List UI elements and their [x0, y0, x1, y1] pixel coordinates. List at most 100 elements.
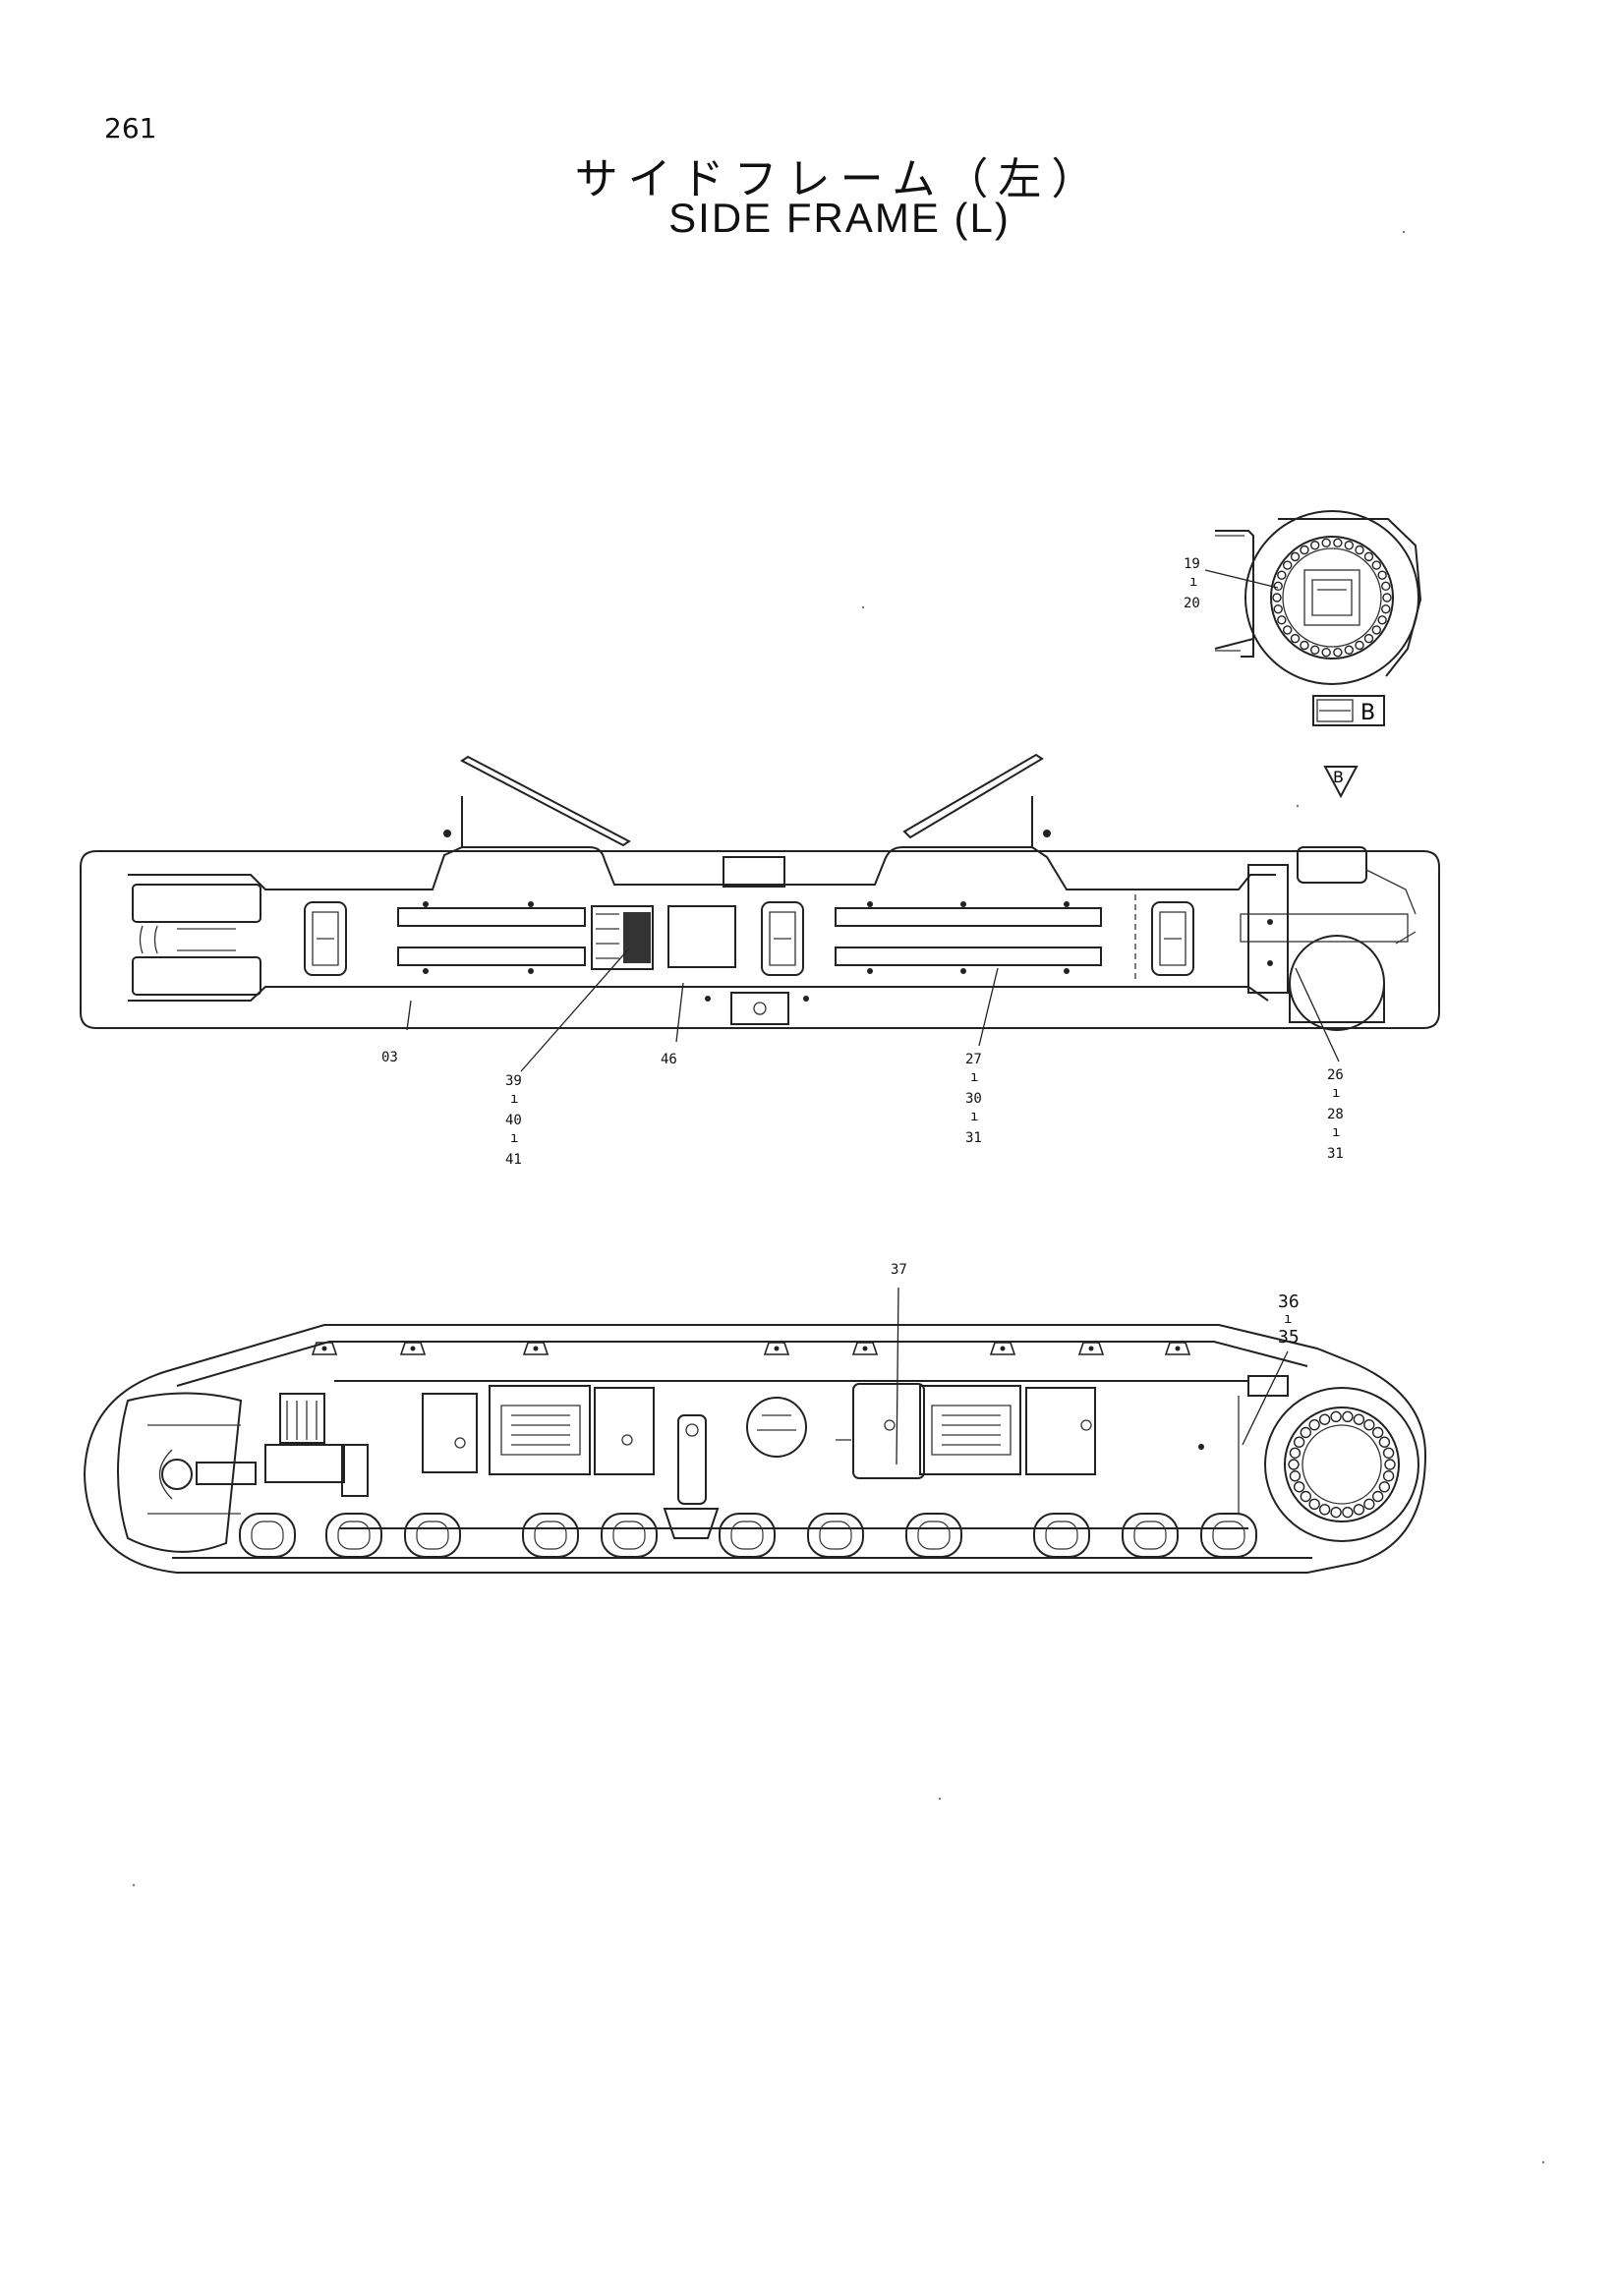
carrier-bracket	[399, 1342, 427, 1355]
track-roller-hub	[730, 1521, 764, 1550]
bolt-icon	[1342, 1410, 1354, 1423]
bolt-icon	[1282, 625, 1293, 635]
view-b-letter: B	[1360, 701, 1375, 725]
track-roller	[325, 1513, 382, 1558]
carrier-bracket	[989, 1342, 1016, 1355]
bolt-icon	[1309, 645, 1320, 655]
bolt-icon	[1273, 603, 1283, 614]
bracket-bolt	[774, 1346, 780, 1351]
carrier-roller-bracket-1	[304, 901, 347, 976]
callout-39: 39	[505, 1073, 522, 1089]
bolt-icon	[1293, 1481, 1305, 1493]
track-roller-hub	[416, 1521, 449, 1550]
callout-26: 26	[1327, 1067, 1344, 1083]
carrier-bracket	[1077, 1342, 1105, 1355]
bolt-icon	[1382, 593, 1392, 603]
track-roller-hub	[1045, 1521, 1078, 1550]
bolt-icon	[1321, 647, 1331, 658]
callout-40: 40	[505, 1113, 522, 1128]
carrier-bracket	[763, 1342, 790, 1355]
track-roller	[905, 1513, 962, 1558]
track-roller-guard-1	[489, 1385, 591, 1475]
svg-text:ı: ı	[1189, 574, 1197, 590]
bolt-icon	[1333, 538, 1343, 548]
callout-19: 19	[1184, 556, 1200, 572]
callout-46: 46	[661, 1052, 677, 1067]
bolt-icon	[1318, 1504, 1331, 1516]
track-roller-hub	[534, 1521, 567, 1550]
callout-37: 37	[891, 1262, 907, 1278]
callout-03-text: 03	[381, 1050, 398, 1065]
bolt-icon	[1289, 1470, 1302, 1482]
bolt-icon	[1300, 545, 1309, 555]
callout-27: 27	[965, 1052, 982, 1067]
track-roller	[404, 1513, 461, 1558]
bolt-icon	[1384, 1459, 1396, 1470]
bolt-icon	[1300, 640, 1309, 651]
bolt-icon	[1344, 645, 1355, 655]
callout-leaders	[406, 569, 1340, 1465]
bolt-icon	[1381, 603, 1391, 614]
svg-text:ı: ı	[1332, 1124, 1340, 1140]
track-roller	[807, 1513, 864, 1558]
bolt-icon	[1363, 551, 1374, 562]
track-roller	[522, 1513, 579, 1558]
svg-text:ı: ı	[970, 1069, 978, 1085]
track-roller-hub	[251, 1521, 284, 1550]
view-b-arrow: B	[1323, 766, 1359, 799]
carrier-roller-bracket-2	[761, 901, 804, 976]
callout-41: 41	[505, 1152, 522, 1168]
bolt-icon	[1382, 1447, 1395, 1459]
bracket-bolt	[321, 1346, 327, 1351]
track-roller-hub	[917, 1521, 951, 1550]
track-roller	[1122, 1513, 1179, 1558]
track-roller	[719, 1513, 776, 1558]
bolt-icon	[1355, 640, 1364, 651]
callout-26-31: 26 ı 28 ı 31	[1327, 1067, 1344, 1162]
callout-46-text: 46	[661, 1052, 677, 1067]
bolt-icon	[1371, 560, 1382, 570]
bolt-icon	[1289, 1447, 1302, 1459]
callout-03: 03	[381, 1050, 398, 1065]
callout-31: 31	[965, 1130, 982, 1146]
carrier-bracket	[1164, 1342, 1191, 1355]
bolt-icon	[1378, 1481, 1391, 1493]
track-roller	[1200, 1513, 1257, 1558]
callout-28: 28	[1327, 1107, 1344, 1122]
track-roller	[601, 1513, 658, 1558]
svg-text:ı: ı	[1284, 1311, 1292, 1327]
view-b-bolt-ring	[1272, 538, 1392, 658]
svg-text:ı: ı	[510, 1091, 518, 1107]
track-rollers	[239, 1513, 1257, 1558]
bolt-icon	[1363, 1418, 1375, 1431]
svg-text:ı: ı	[1332, 1085, 1340, 1101]
bracket-bolt	[533, 1346, 539, 1351]
svg-text:ı: ı	[970, 1109, 978, 1124]
bolt-icon	[1273, 581, 1283, 592]
bolt-icon	[1363, 633, 1374, 644]
callout-37-text: 37	[891, 1262, 907, 1278]
bolt-icon	[1382, 1470, 1395, 1482]
bolt-icon	[1277, 615, 1287, 625]
bracket-bolt	[1000, 1346, 1006, 1351]
bracket-bolt	[1088, 1346, 1094, 1351]
callout-35: 35	[1278, 1327, 1300, 1348]
track-roller-hub	[612, 1521, 646, 1550]
bolt-icon	[1290, 633, 1301, 644]
bolt-icon	[1290, 551, 1301, 562]
bolt-icon	[1333, 647, 1343, 658]
carrier-brackets	[311, 1342, 1191, 1355]
svg-text:ı: ı	[510, 1130, 518, 1146]
callout-30: 30	[965, 1091, 982, 1107]
bolt-icon	[1363, 1498, 1375, 1511]
side-frame-elevation-view	[83, 1324, 1427, 1574]
bracket-bolt	[410, 1346, 416, 1351]
bolt-icon	[1272, 593, 1282, 603]
bolt-icon	[1342, 1506, 1354, 1519]
bolt-icon	[1378, 1436, 1391, 1448]
carrier-bracket	[851, 1342, 879, 1355]
track-roller	[239, 1513, 296, 1558]
bolt-icon	[1371, 625, 1382, 635]
bolt-icon	[1282, 560, 1293, 570]
